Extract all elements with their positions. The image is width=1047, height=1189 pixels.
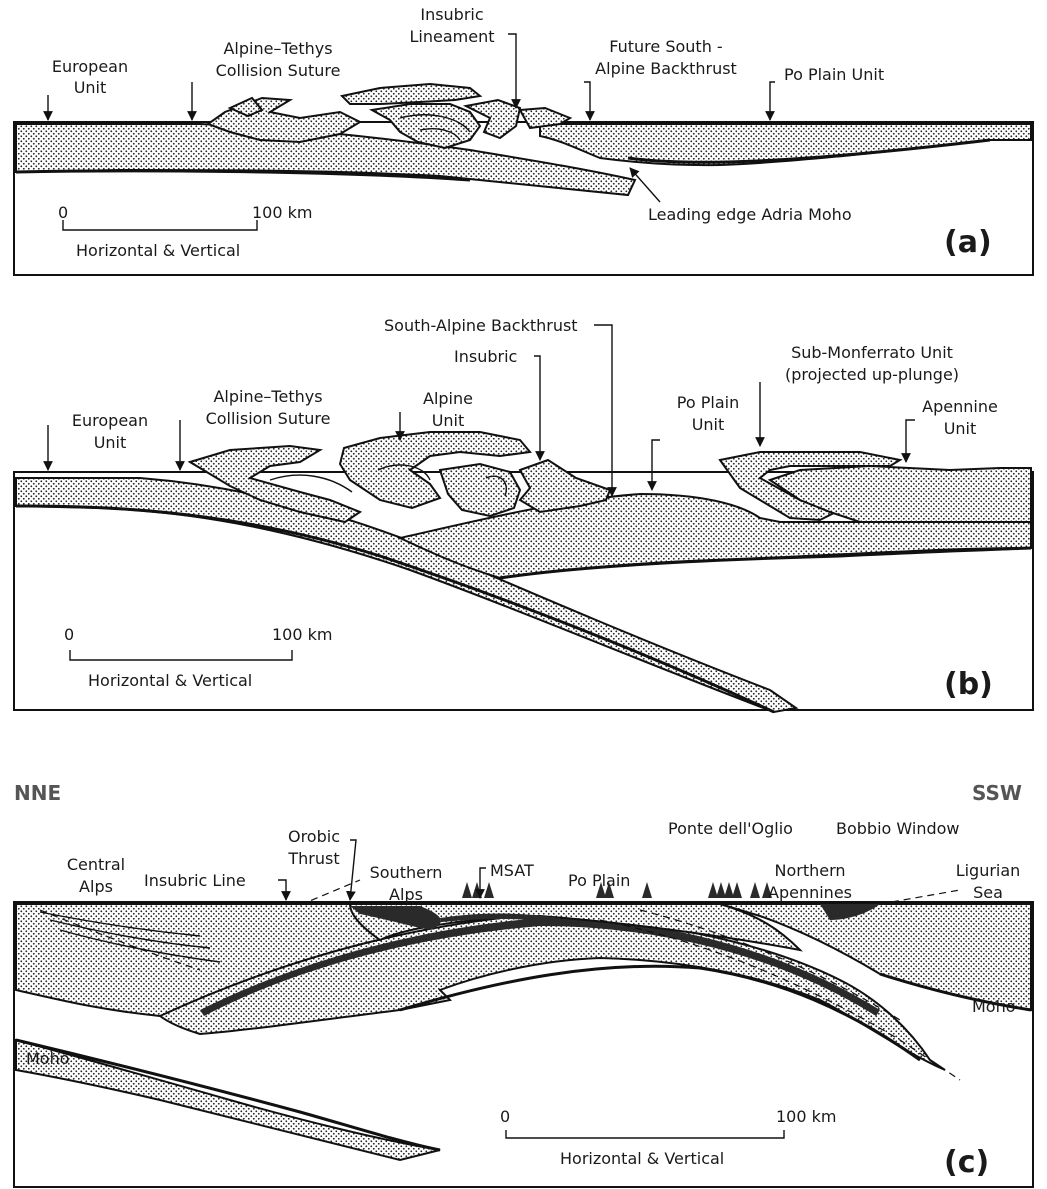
panel-c-ponte-label: Ponte dell'Oglio <box>668 819 793 838</box>
panel-c-southern-alps-label-1: Southern <box>370 863 443 882</box>
panel-c-central-alps-label-2: Alps <box>79 877 113 896</box>
panel-c-moho-right-label: Moho <box>972 997 1016 1016</box>
panel-c-scale-line <box>506 1130 784 1138</box>
panel-b-po-plain-label-1: Po Plain <box>677 393 739 412</box>
panel-c-orobic-arrow <box>350 840 356 900</box>
panel-c-letter: (c) <box>944 1145 989 1180</box>
panel-b-backthrust-arrow <box>594 325 612 496</box>
panel-c-insubric-arrow <box>278 880 286 900</box>
panel-c-orobic-label-2: Thrust <box>287 849 339 868</box>
panel-a-scale-bar: 0 100 km Horizontal & Vertical <box>58 203 312 260</box>
panel-a: European Unit Alpine–Tethys Collision Su… <box>14 5 1033 275</box>
panel-c-direction-left: NNE <box>14 781 61 805</box>
panel-c-marker-ap-2 <box>716 882 726 898</box>
panel-b-suture-label-2: Collision Suture <box>206 409 331 428</box>
panel-c-marker-ap-3 <box>724 882 734 898</box>
panel-b-sub-monferrato-label-2: (projected up-plunge) <box>785 365 959 384</box>
panel-a-insubric-label-2: Lineament <box>410 27 495 46</box>
panel-b-european-label-1: European <box>72 411 148 430</box>
panel-a-european-label-1: European <box>52 57 128 76</box>
panel-c-scale-bar: 0 100 km Horizontal & Vertical <box>500 1107 836 1168</box>
panel-a-backthrust-label-1: Future South - <box>609 37 722 56</box>
panel-b-european-label-2: Unit <box>94 433 127 452</box>
panel-c-northern-apennines-label-1: Northern <box>774 861 845 880</box>
panel-c-direction-right: SSW <box>972 781 1022 805</box>
panel-b-apennine-label-2: Unit <box>944 419 977 438</box>
panel-a-leading-edge-arrow <box>630 168 660 202</box>
panel-c-marker-msat-1 <box>462 882 472 898</box>
panel-c-scale-zero: 0 <box>500 1107 510 1126</box>
panel-b-alpine-label-2: Unit <box>432 411 465 430</box>
panel-b-po-plain-arrow <box>652 440 660 490</box>
panel-a-alpine-body-2 <box>342 84 480 104</box>
panel-c-european-moho <box>16 1040 440 1150</box>
panel-b-po-plain-label-2: Unit <box>692 415 725 434</box>
panel-c-msat-label: MSAT <box>490 861 534 880</box>
panel-c-moho-left-label: Moho <box>26 1049 70 1068</box>
panel-c-marker-ap-5 <box>750 882 760 898</box>
panel-c-scale-caption: Horizontal & Vertical <box>560 1149 724 1168</box>
panel-b-alpine-label-1: Alpine <box>423 389 473 408</box>
panel-a-po-plain-label: Po Plain Unit <box>784 65 884 84</box>
panel-a-insubric-label-1: Insubric <box>420 5 483 24</box>
panel-b-apennine-label-1: Apennine <box>922 397 998 416</box>
panel-c-european-lower-slab <box>16 1040 440 1160</box>
panel-a-backthrust-label-2: Alpine Backthrust <box>595 59 737 78</box>
panel-a-suture-label-1: Alpine–Tethys <box>223 39 332 58</box>
panel-a-scale-line <box>63 220 257 230</box>
panel-a-po-plain-arrow <box>770 82 775 120</box>
panel-c-insubric-line-label: Insubric Line <box>144 871 246 890</box>
panel-b-scale-zero: 0 <box>64 625 74 644</box>
panel-b-insubric-label: Insubric <box>454 347 517 366</box>
panel-b: European Unit Alpine–Tethys Collision Su… <box>14 316 1033 712</box>
panel-c-scale-end: 100 km <box>776 1107 836 1126</box>
panel-b-scale-caption: Horizontal & Vertical <box>88 671 252 690</box>
panel-c-marker-po-3 <box>642 882 652 898</box>
panel-a-scale-caption: Horizontal & Vertical <box>76 241 240 260</box>
panel-b-apennine-arrow <box>906 420 915 462</box>
panel-b-suture-label-1: Alpine–Tethys <box>213 387 322 406</box>
panel-c-bobbio-label: Bobbio Window <box>836 819 959 838</box>
panel-b-sub-monferrato-label-1: Sub-Monferrato Unit <box>791 343 953 362</box>
panel-c-northern-apennines-label-2: Apennines <box>768 883 852 902</box>
panel-a-suture-label-2: Collision Suture <box>216 61 341 80</box>
panel-c-marker-ap-4 <box>732 882 742 898</box>
panel-a-leading-edge-label: Leading edge Adria Moho <box>648 205 852 224</box>
panel-a-scale-end: 100 km <box>252 203 312 222</box>
panel-c-ligurian-sea-label-2: Sea <box>973 883 1003 902</box>
panel-c-marker-ap-1 <box>708 882 718 898</box>
panel-c-orobic-label-1: Orobic <box>288 827 340 846</box>
panel-c-marker-msat-3 <box>484 882 494 898</box>
panel-a-letter: (a) <box>944 225 992 260</box>
panel-b-scale-bar: 0 100 km Horizontal & Vertical <box>64 625 332 690</box>
panel-c-po-plain-label: Po Plain <box>568 871 630 890</box>
panel-b-scale-line <box>70 650 292 660</box>
panel-a-backthrust-arrow <box>584 82 590 120</box>
panel-c-central-alps-label-1: Central <box>67 855 125 874</box>
panel-c-ligurian-sea-label-1: Ligurian <box>956 861 1021 880</box>
panel-a-scale-zero: 0 <box>58 203 68 222</box>
panel-b-scale-end: 100 km <box>272 625 332 644</box>
panel-c-msat-arrow <box>480 868 486 898</box>
panel-b-backthrust-label: South-Alpine Backthrust <box>384 316 578 335</box>
panel-b-insubric-arrow <box>534 356 540 460</box>
panel-b-letter: (b) <box>944 667 993 702</box>
panel-a-insubric-arrow <box>508 34 516 108</box>
panel-c: NNE SSW <box>14 781 1033 1187</box>
panel-c-southern-alps-label-2: Alps <box>389 885 423 904</box>
panel-b-alpine-nappe-3 <box>440 464 520 516</box>
panel-a-european-label-2: Unit <box>74 78 107 97</box>
